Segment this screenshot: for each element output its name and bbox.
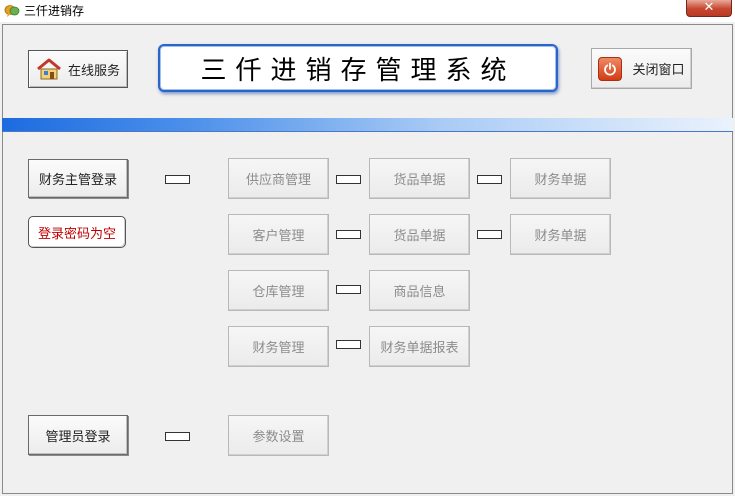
finance-login-indicator [165, 175, 190, 184]
row3-connector-1 [336, 285, 361, 294]
finance-management-button[interactable]: 财务管理 [228, 326, 329, 367]
row2-finance-documents-button[interactable]: 财务单据 [510, 214, 611, 255]
parameter-settings-button[interactable]: 参数设置 [228, 415, 329, 456]
close-icon: ✕ [703, 0, 715, 15]
finance-report-button[interactable]: 财务单据报表 [369, 326, 470, 367]
system-title: 三仟进销存管理系统 [158, 44, 558, 92]
header-divider-bar [2, 118, 733, 132]
password-empty-button[interactable]: 登录密码为空 [28, 216, 126, 248]
row2-connector-2 [477, 230, 502, 239]
close-window-button[interactable]: 关闭窗口 [591, 48, 692, 89]
parameter-settings-label: 参数设置 [252, 430, 305, 445]
admin-login-label: 管理员登录 [45, 429, 111, 445]
warehouse-management-label: 仓库管理 [252, 285, 305, 300]
window-close-button[interactable]: ✕ [686, 0, 732, 17]
speech-bubbles-icon [4, 5, 20, 17]
supplier-management-button[interactable]: 供应商管理 [228, 158, 329, 199]
product-info-button[interactable]: 商品信息 [369, 270, 470, 311]
online-service-label: 在线服务 [67, 63, 120, 79]
row1-goods-documents-button[interactable]: 货品单据 [369, 158, 470, 199]
admin-login-button[interactable]: 管理员登录 [28, 415, 128, 455]
row1-finance-documents-button[interactable]: 财务单据 [510, 158, 611, 199]
row2-goods-documents-button[interactable]: 货品单据 [369, 214, 470, 255]
title-bar [0, 0, 735, 22]
row1-finance-documents-label: 财务单据 [534, 173, 587, 188]
row1-goods-documents-label: 货品单据 [393, 173, 446, 188]
warehouse-management-button[interactable]: 仓库管理 [228, 270, 329, 311]
window-title: 三仟进销存 [24, 4, 85, 18]
product-info-label: 商品信息 [393, 285, 446, 300]
password-empty-label: 登录密码为空 [37, 226, 116, 242]
customer-management-label: 客户管理 [252, 229, 305, 244]
admin-login-indicator [165, 432, 190, 441]
finance-supervisor-login-button[interactable]: 财务主管登录 [28, 159, 128, 198]
row2-goods-documents-label: 货品单据 [393, 229, 446, 244]
finance-report-label: 财务单据报表 [380, 341, 459, 356]
row2-connector-1 [336, 230, 361, 239]
supplier-management-label: 供应商管理 [245, 173, 311, 188]
customer-management-button[interactable]: 客户管理 [228, 214, 329, 255]
house-icon [37, 58, 61, 80]
row4-connector-1 [336, 340, 361, 349]
finance-management-label: 财务管理 [252, 341, 305, 356]
close-window-label: 关闭窗口 [632, 63, 685, 78]
row2-finance-documents-label: 财务单据 [534, 229, 587, 244]
finance-supervisor-login-label: 财务主管登录 [38, 173, 117, 188]
row1-connector-1 [336, 175, 361, 184]
online-service-button[interactable]: 在线服务 [28, 50, 128, 88]
power-icon [598, 56, 623, 81]
row1-connector-2 [477, 175, 502, 184]
